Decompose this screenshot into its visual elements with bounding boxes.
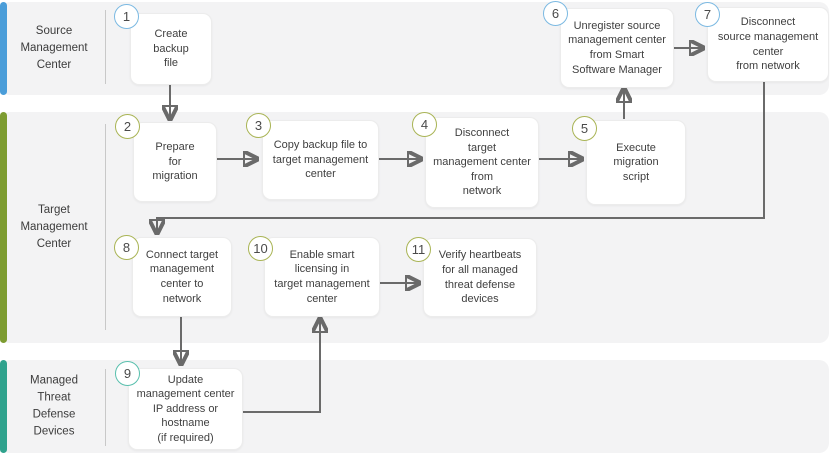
lane-divider-devices xyxy=(105,369,106,446)
lane-divider-source xyxy=(105,10,106,84)
step-box-3: Copy backup file to target management ce… xyxy=(262,120,379,200)
step-box-8: Connect target management center to netw… xyxy=(132,237,232,317)
lane-color-bar-source xyxy=(0,2,7,95)
step-number-8: 8 xyxy=(114,235,139,260)
step-box-1: Create backup file xyxy=(130,13,212,85)
swimlane-target-management-center: Target Management Center xyxy=(0,112,829,343)
step-number-5: 5 xyxy=(572,116,597,141)
step-number-6: 6 xyxy=(543,1,568,26)
step-box-7: Disconnect source management center from… xyxy=(707,7,829,82)
lane-label-devices: Managed Threat Defense Devices xyxy=(30,374,78,438)
step-box-10: Enable smart licensing in target managem… xyxy=(264,237,380,317)
step-box-6: Unregister source management center from… xyxy=(560,8,674,88)
step-number-3: 3 xyxy=(246,113,271,138)
step-number-10: 10 xyxy=(248,236,273,261)
step-box-2: Prepare for migration xyxy=(133,122,217,202)
lane-label-source: Source Management Center xyxy=(20,24,88,72)
step-box-4: Disconnect target management center from… xyxy=(425,117,539,208)
step-number-4: 4 xyxy=(412,112,437,137)
lane-label-target: Target Management Center xyxy=(20,203,88,251)
step-number-2: 2 xyxy=(115,114,140,139)
step-number-11: 11 xyxy=(406,237,431,262)
lane-color-bar-target xyxy=(0,112,7,343)
step-number-9: 9 xyxy=(115,361,140,386)
step-box-5: Execute migration script xyxy=(586,120,686,205)
step-box-9: Update management center IP address or h… xyxy=(128,368,243,450)
lane-color-bar-devices xyxy=(0,360,7,453)
lane-divider-target xyxy=(105,124,106,330)
step-box-11: Verify heartbeats for all managed threat… xyxy=(423,238,537,317)
step-number-7: 7 xyxy=(695,2,720,27)
step-number-1: 1 xyxy=(114,4,139,29)
